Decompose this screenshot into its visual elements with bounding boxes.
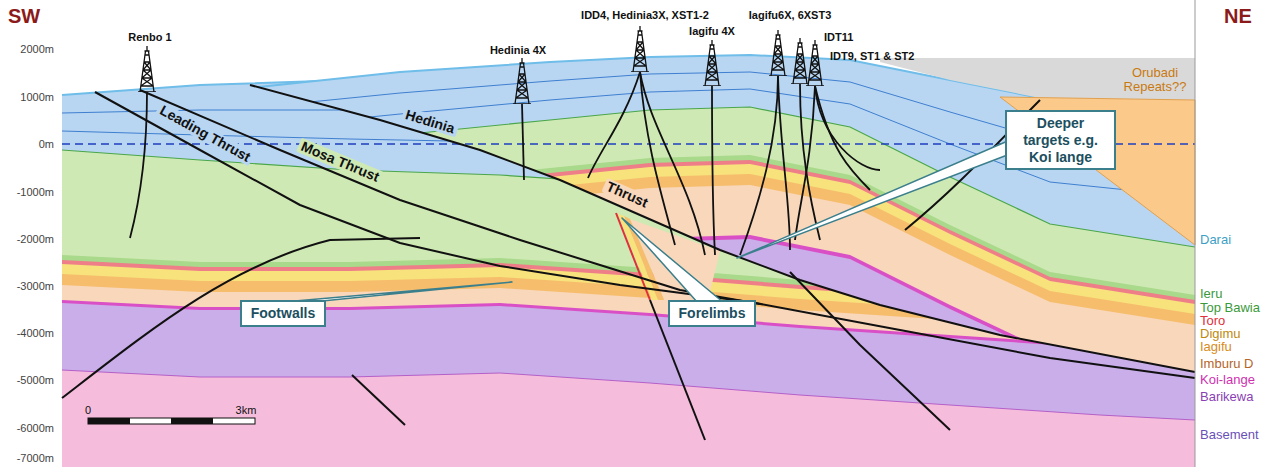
callout-pointer xyxy=(737,140,1010,258)
well-trajectory xyxy=(795,86,815,240)
drilling-rig xyxy=(806,40,824,86)
hanging-wall-anticline xyxy=(250,107,1195,467)
scale-value: 3km xyxy=(236,404,257,416)
depth-tick: -7000m xyxy=(17,452,54,464)
scale-value: 0 xyxy=(85,404,91,416)
well-name: Renbo 1 xyxy=(128,31,171,43)
formation-name: Koi-lange xyxy=(1200,373,1255,387)
callout-box: Footwalls xyxy=(240,300,326,327)
well-name: IDD4, Hedinia3X, XST1-2 xyxy=(581,9,709,21)
well-name: Hedinia 4X xyxy=(490,44,546,56)
callout-pointer xyxy=(622,218,724,303)
fault-line xyxy=(352,375,405,425)
scale-bar xyxy=(88,418,130,424)
depth-tick: -6000m xyxy=(17,422,54,434)
scale-bar xyxy=(171,418,213,424)
depth-tick: -1000m xyxy=(17,186,54,198)
scale-bar xyxy=(88,418,255,424)
callout-text: Deeper targets e.g. Koi Iange xyxy=(1016,115,1106,165)
formation-name: Ieru xyxy=(1200,287,1222,301)
drilling-rig xyxy=(791,38,809,84)
hanging-wall-anticline xyxy=(250,55,1195,100)
well-trajectory xyxy=(800,84,820,240)
footwall-strata xyxy=(62,370,1195,467)
scale-bar xyxy=(88,418,255,424)
well-trajectory xyxy=(815,86,880,170)
depth-tick: 2000m xyxy=(20,43,54,55)
drilling-rig xyxy=(631,26,649,72)
footwall-strata xyxy=(62,370,1195,420)
hanging-wall-anticline xyxy=(250,239,1195,467)
formation-name: Darai xyxy=(1200,233,1231,247)
formation-name: Basement xyxy=(1200,428,1259,442)
well-name: Iagifu6X, 6XST3 xyxy=(749,9,832,21)
depth-tick: -3000m xyxy=(17,280,54,292)
callout-box: Forelimbs xyxy=(668,300,756,327)
well-trajectory xyxy=(712,86,715,255)
well-trajectory xyxy=(740,76,778,255)
depth-tick: -5000m xyxy=(17,374,54,386)
well-trajectory xyxy=(588,72,640,178)
depth-tick: 0m xyxy=(39,138,54,150)
footwall-strata xyxy=(62,78,1195,467)
orubadi-repeat-zone xyxy=(880,58,1195,245)
direction-label: SW xyxy=(8,5,40,27)
hanging-wall-anticline xyxy=(250,164,1195,467)
orubadi-repeat-zone xyxy=(1000,97,1195,245)
fault-line xyxy=(790,272,950,430)
hanging-wall-anticline xyxy=(250,55,1195,467)
well-name: IDT9, ST1 & ST2 xyxy=(830,50,914,62)
drilling-rig xyxy=(769,30,787,76)
hanging-wall-anticline xyxy=(250,185,1195,467)
callout-pointer xyxy=(272,140,1010,303)
hanging-wall-anticline xyxy=(250,107,1195,247)
hanging-wall-anticline xyxy=(250,155,1195,467)
well-trajectory xyxy=(640,72,705,255)
well-trajectory xyxy=(130,72,880,255)
depth-tick: -2000m xyxy=(17,233,54,245)
drilling-rig xyxy=(703,40,721,86)
fault-line xyxy=(62,238,420,398)
well-trajectory xyxy=(130,92,147,238)
zone-note: Orubadi Repeats?? xyxy=(1119,66,1191,95)
well-trajectory xyxy=(522,104,524,180)
depth-tick: -4000m xyxy=(17,327,54,339)
orubadi-repeat-zone xyxy=(880,58,1195,100)
direction-label: NE xyxy=(1224,5,1252,27)
formation-name: Barikewa xyxy=(1200,390,1253,404)
hanging-wall-anticline xyxy=(250,235,1195,467)
well-trajectory xyxy=(815,86,870,190)
callout-text: Forelimbs xyxy=(679,305,746,322)
footwall-strata xyxy=(62,78,1195,467)
hanging-wall-anticline xyxy=(250,160,1195,467)
depth-axis xyxy=(1195,0,1196,467)
callout-text: Footwalls xyxy=(251,305,316,322)
formation-name: Imburu D xyxy=(1200,357,1253,371)
well-trajectory xyxy=(778,76,790,250)
well-name: IDT11 xyxy=(824,31,853,43)
hanging-wall-anticline xyxy=(250,174,1195,467)
formation-name: Iagifu xyxy=(1200,340,1232,354)
hanging-wall-anticline xyxy=(250,280,1195,467)
fault-line xyxy=(95,92,1195,378)
depth-tick: 1000m xyxy=(20,91,54,103)
hanging-wall-anticline xyxy=(250,55,1195,467)
fault-line xyxy=(62,85,1195,440)
drilling-rig xyxy=(138,26,824,104)
fault-line xyxy=(140,90,760,304)
callout-box: Deeper targets e.g. Koi Iange xyxy=(1005,110,1116,170)
well-trajectory xyxy=(640,72,675,245)
fault-line xyxy=(250,85,1195,372)
well-name: Iagifu 4X xyxy=(689,25,735,37)
drilling-rig xyxy=(138,46,156,92)
drilling-rig xyxy=(513,58,531,104)
